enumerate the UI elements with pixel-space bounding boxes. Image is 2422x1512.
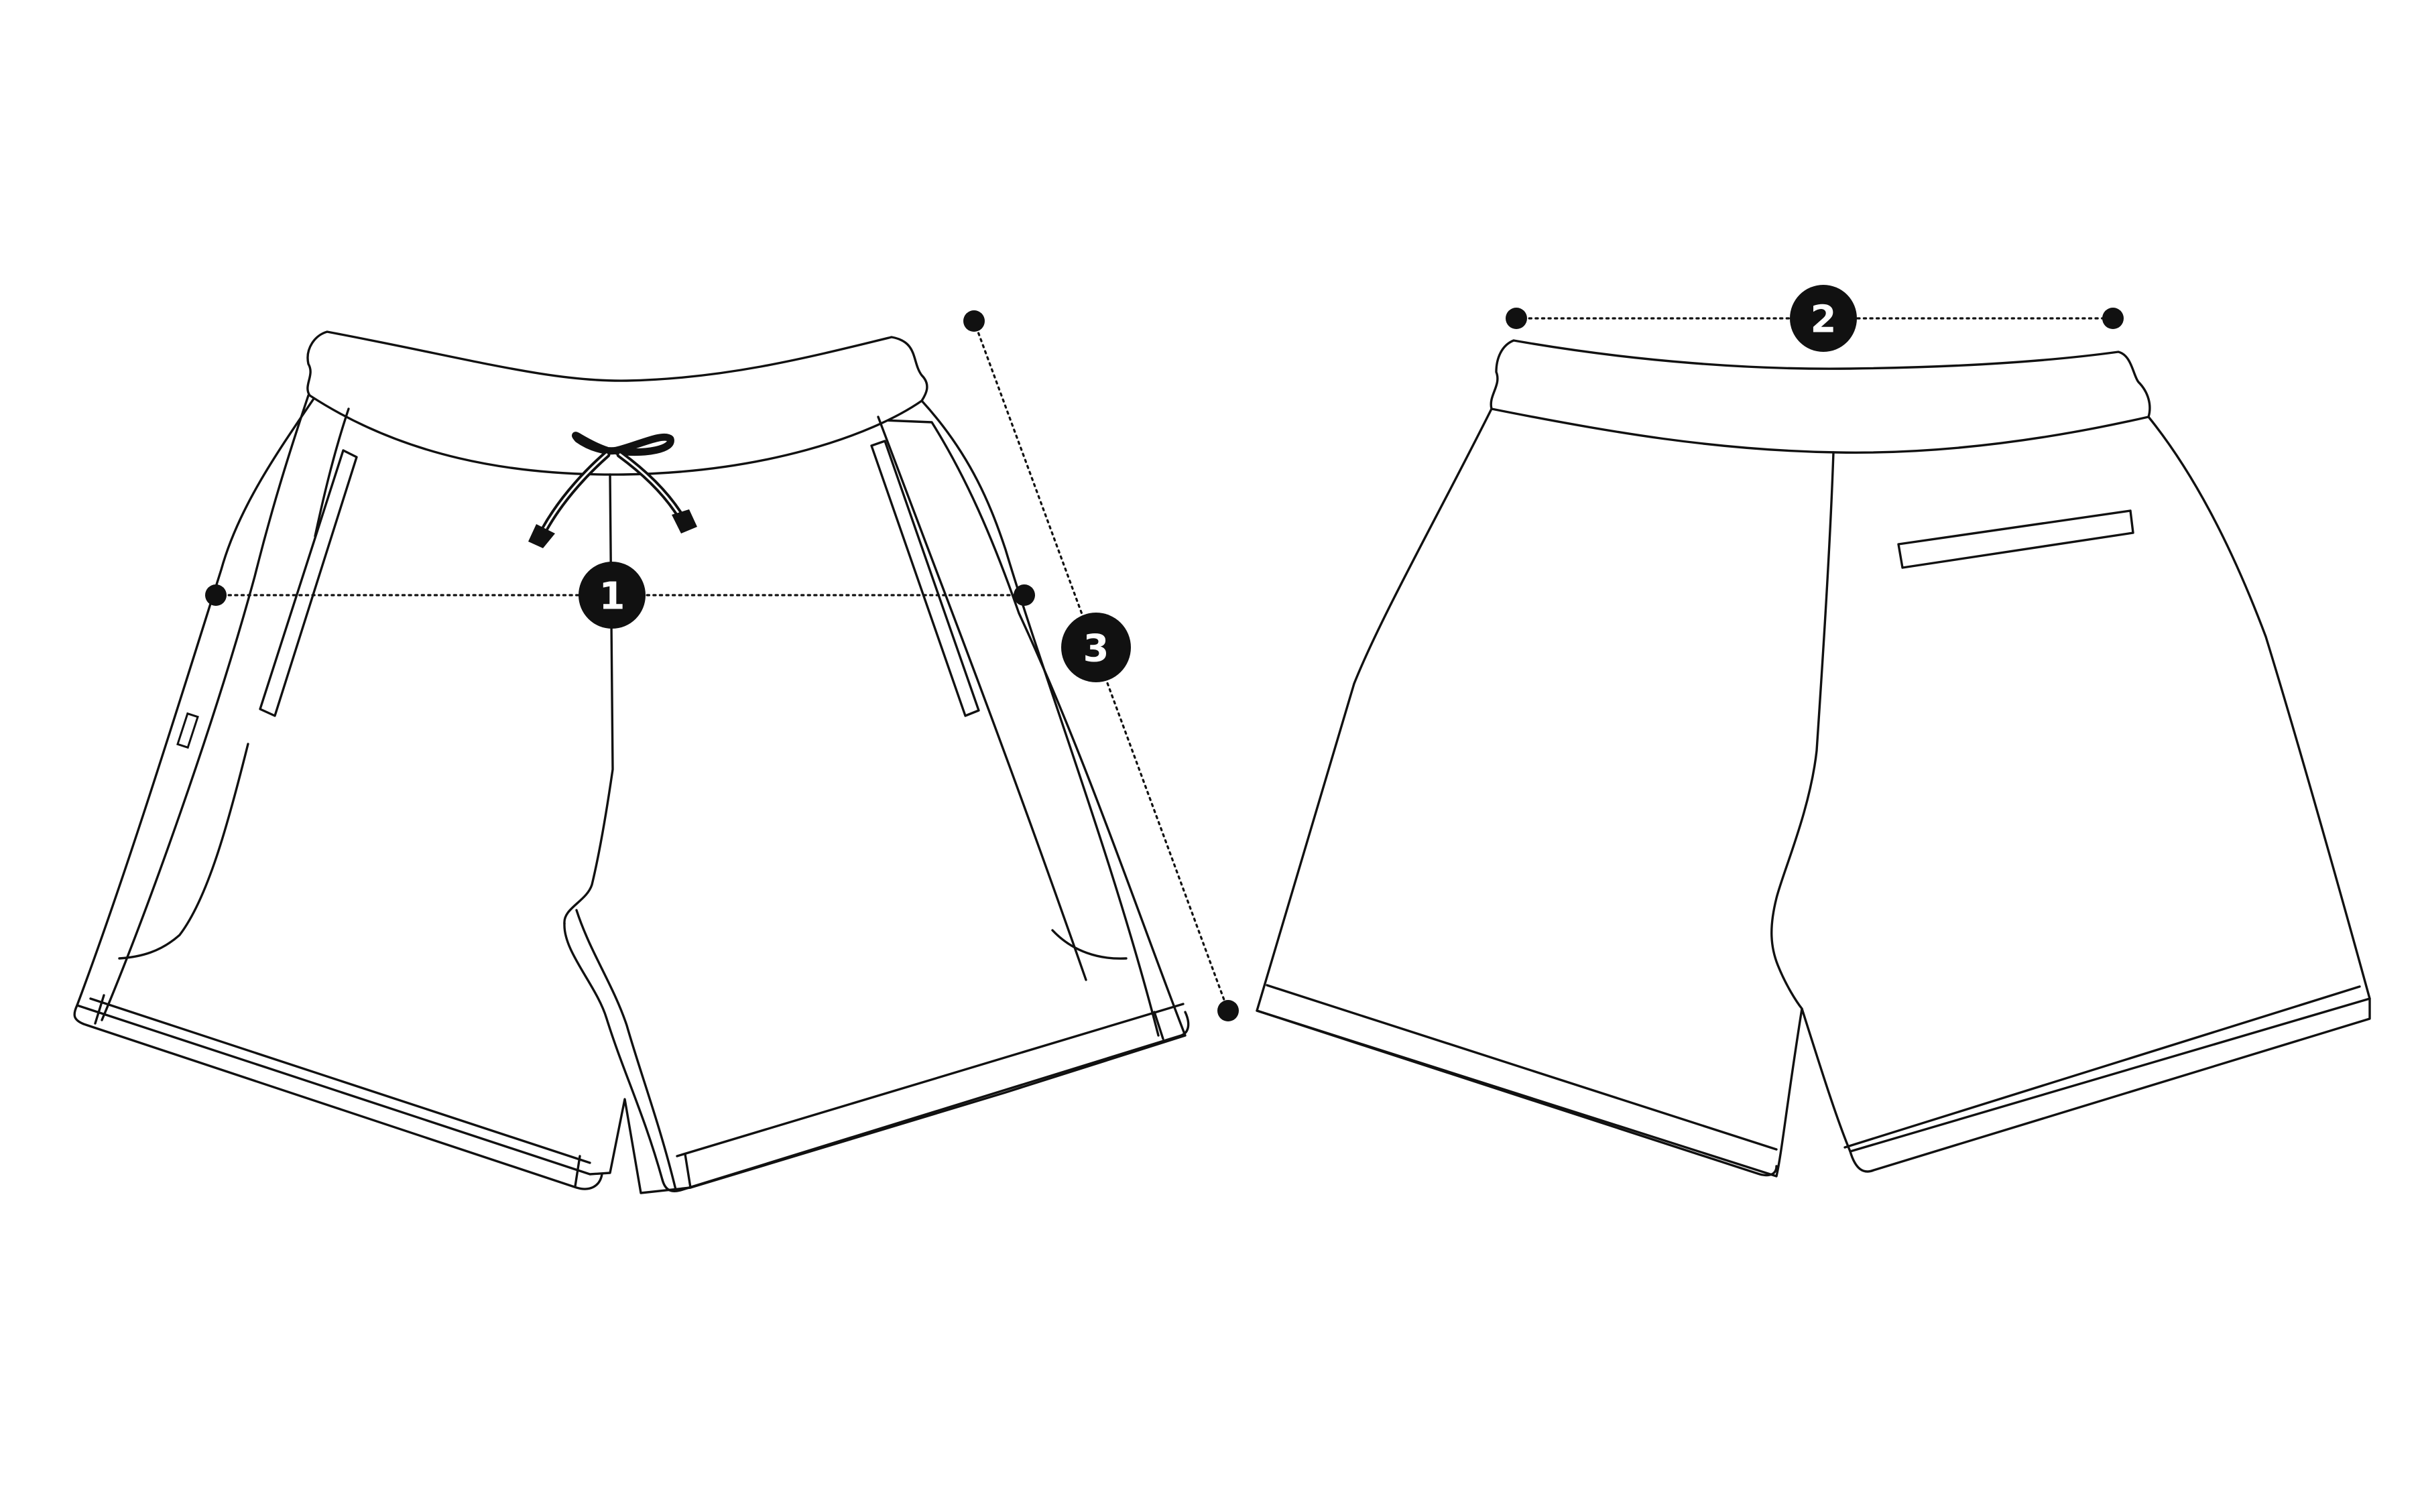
front-center-seam <box>563 473 614 925</box>
back-left-hem <box>1266 984 1778 1151</box>
measurement-3-badge <box>1061 613 1131 682</box>
drawstring-tip-right <box>672 509 697 533</box>
measurement-1-hip-width: 1 <box>205 562 1035 629</box>
measurement-1-end-point <box>1014 584 1035 606</box>
front-right-pocket <box>870 440 980 717</box>
front-left-hem-side <box>94 994 105 1025</box>
measurement-3-start-point <box>963 310 985 332</box>
front-left-hem-inseam <box>574 1155 581 1188</box>
front-left-pocket-bag <box>118 743 249 960</box>
measurement-2-waist-width: 2 <box>1506 285 2124 352</box>
front-side-label-tag <box>176 712 199 749</box>
measurement-3-label: 3 <box>1083 627 1109 671</box>
front-right-pocket-bag <box>1051 929 1128 960</box>
front-left-hem <box>89 997 591 1164</box>
front-right-hem-inseam <box>684 1153 692 1189</box>
front-right-side-stripe <box>920 399 1160 1037</box>
back-waistband <box>1490 339 2151 454</box>
front-crotch-inner <box>575 909 677 1191</box>
measurement-2-end-point <box>2102 308 2124 329</box>
front-right-hem-side <box>1153 1011 1164 1040</box>
front-left-side-stripe-inner <box>314 407 350 538</box>
drawstring-tip-left <box>528 524 555 548</box>
front-right-hem-edge <box>661 1011 1190 1192</box>
measurement-2-start-point <box>1506 308 1527 329</box>
measurement-1-label: 1 <box>599 575 625 619</box>
drawstring <box>528 432 697 548</box>
back-welt-pocket <box>1897 509 2134 569</box>
front-right-side-stripe-inner <box>877 416 1087 981</box>
front-view-shorts <box>73 330 1190 1194</box>
front-crotch-curve <box>563 922 664 1181</box>
measurement-1-start-point <box>205 584 227 606</box>
front-shorts-body <box>76 395 1187 1194</box>
measurement-1-badge <box>579 562 646 629</box>
back-right-hem-edge <box>1849 997 2371 1173</box>
measurement-2-label: 2 <box>1811 298 1837 342</box>
measurement-3-outseam-length: 3 <box>963 310 1239 1021</box>
back-view-shorts <box>1256 339 2371 1178</box>
front-left-hem-edge <box>73 1004 603 1190</box>
measurement-3-end-point <box>1217 1000 1239 1021</box>
back-left-hem-edge <box>1256 1009 1778 1177</box>
front-left-pocket <box>259 449 358 717</box>
front-right-hem <box>676 1003 1185 1157</box>
front-left-side-stripe <box>101 394 310 1021</box>
measurement-2-badge <box>1790 285 1857 352</box>
back-shorts-body <box>1256 407 2371 1178</box>
back-right-hem <box>1843 985 2361 1149</box>
back-center-seam <box>1770 451 1835 1010</box>
